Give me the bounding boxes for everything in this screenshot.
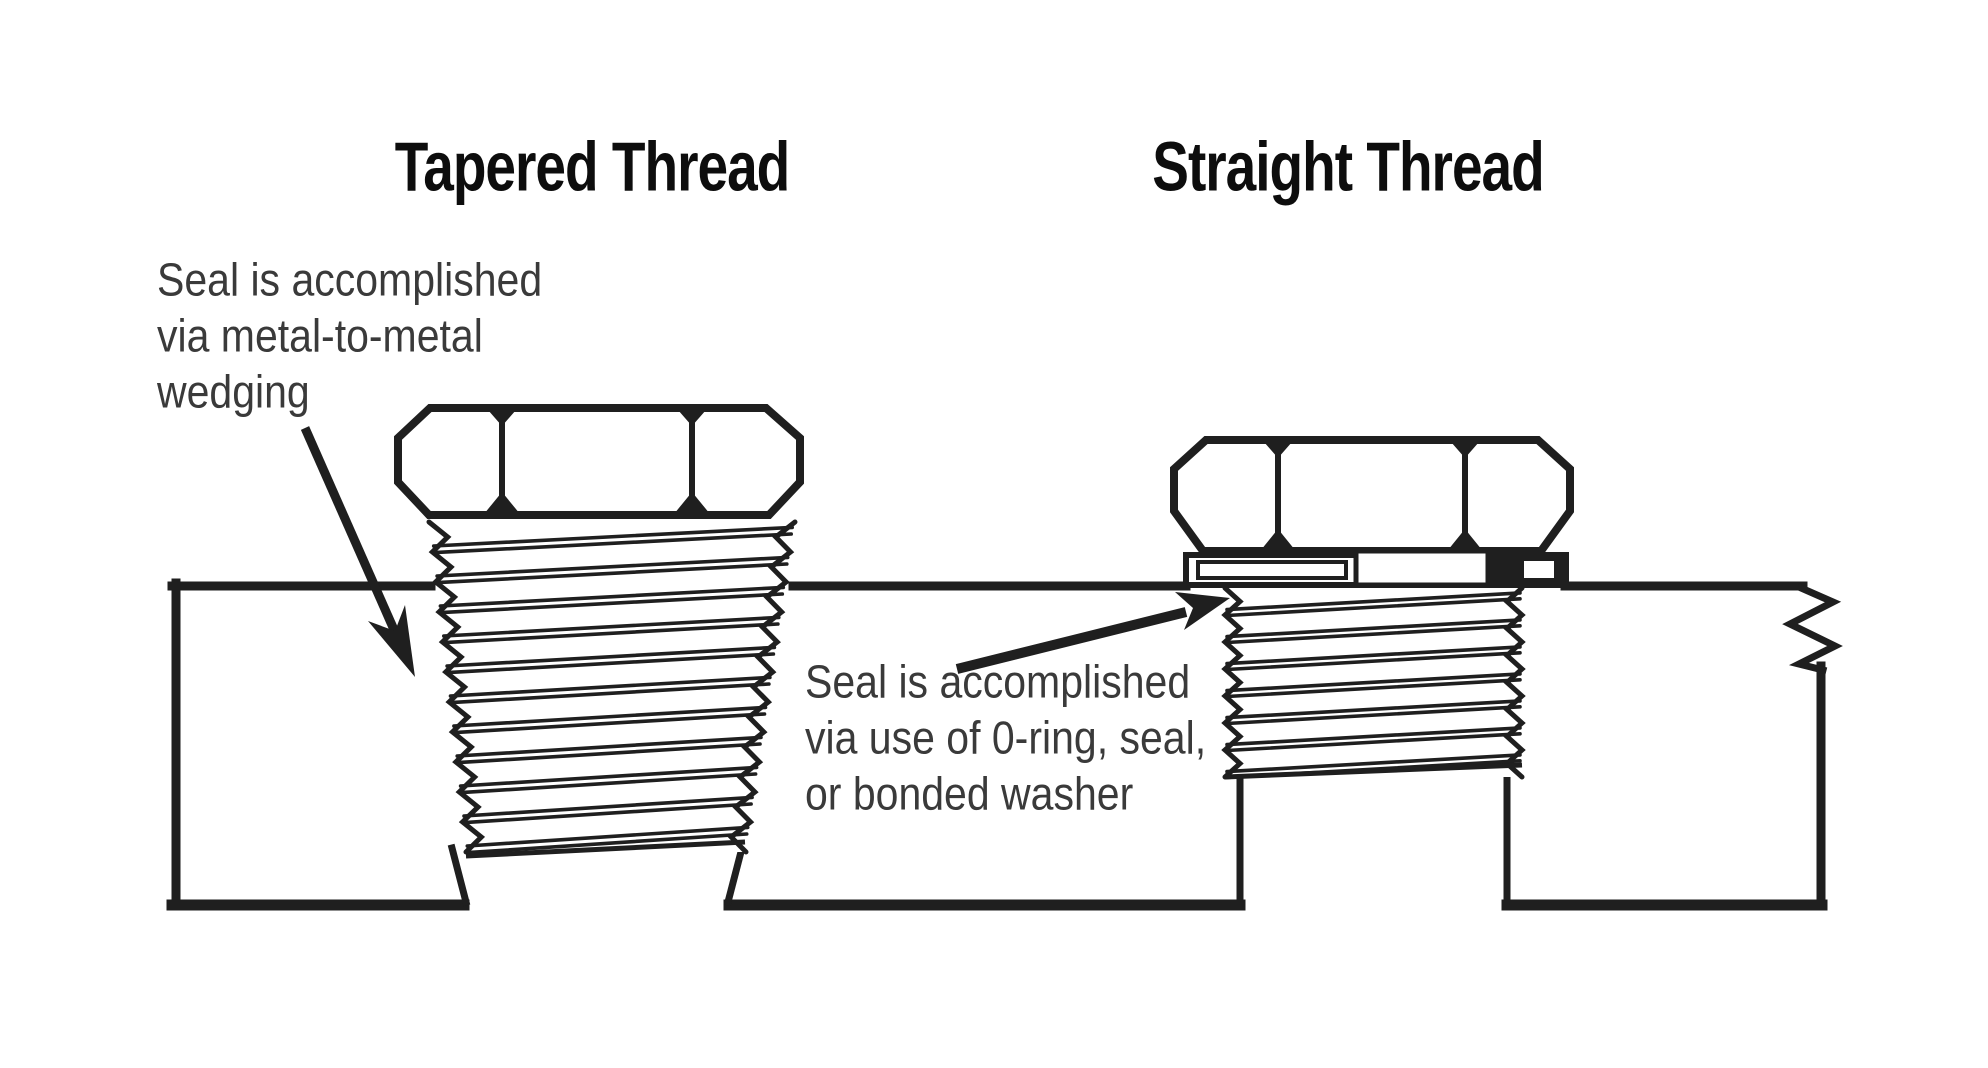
hex-head-outline <box>394 404 804 519</box>
thread-line <box>466 832 749 855</box>
thread-line <box>455 735 763 758</box>
thread-line <box>452 705 768 728</box>
straight-hex-head <box>1170 436 1574 555</box>
thread-line <box>1225 624 1522 645</box>
thread-line <box>432 532 793 555</box>
thread-line <box>445 645 777 668</box>
thread-line <box>456 742 762 765</box>
thread-line <box>1225 705 1522 726</box>
hex-face-corner-shade <box>484 492 520 514</box>
thread-line <box>1225 591 1522 612</box>
tapered-hole-wall-right <box>723 843 747 907</box>
thread-line <box>1225 699 1522 720</box>
thread-line <box>436 562 789 585</box>
washer-seal-insert <box>1524 561 1554 578</box>
thread-line <box>452 712 767 735</box>
thread-line <box>1225 672 1522 693</box>
hex-face-corner-shade <box>674 492 710 514</box>
thread-line <box>462 795 754 818</box>
washer-left-section <box>1196 560 1348 580</box>
tapered-hex-head <box>394 404 804 519</box>
tapered-thread-title: Tapered Thread <box>394 127 791 206</box>
tapered-arrow-shaft <box>300 426 400 634</box>
annotation-line: Seal is accomplished <box>157 254 543 306</box>
thread-line <box>459 772 758 795</box>
hex-face-corner-shade <box>1448 529 1482 550</box>
annotation-line: via use of 0-ring, seal, <box>805 712 1207 764</box>
tapered-thread-profile <box>426 519 798 855</box>
annotation-line: via metal-to-metal <box>157 310 483 362</box>
thread-line <box>1225 618 1522 639</box>
thread-line <box>1225 645 1522 666</box>
hex-face-corner-shade <box>488 410 516 426</box>
thread-line <box>439 592 785 615</box>
thread-line <box>1225 726 1522 747</box>
annotation-line: or bonded washer <box>805 768 1134 820</box>
thread-line <box>446 652 776 675</box>
hex-face-corner-shade <box>1264 442 1292 458</box>
annotation-arrows <box>300 426 1230 677</box>
thread-line <box>442 615 781 638</box>
thread-line <box>448 675 772 698</box>
thread-line <box>435 555 790 578</box>
washer-center-shank <box>1353 548 1491 588</box>
thread-line <box>1225 753 1522 774</box>
block-cross-section <box>166 578 1843 911</box>
bonded-washer-seal <box>1183 548 1569 588</box>
thread-line <box>438 585 786 608</box>
tapered-hole-wall-left <box>447 843 471 907</box>
thread-line <box>1225 678 1522 699</box>
thread-line <box>1225 732 1522 753</box>
annotation-line: Seal is accomplished <box>805 656 1191 708</box>
thread-line <box>449 682 771 705</box>
thread-line <box>462 802 753 825</box>
thread-line <box>431 525 794 548</box>
straight-arrow-head <box>1175 592 1230 630</box>
hex-head-outline <box>1170 436 1574 555</box>
tapered-thread-tip-line <box>465 839 746 859</box>
hex-face-corner-shade <box>678 410 706 426</box>
hex-face-corner-shade <box>1451 442 1479 458</box>
straight-thread-bottom-line <box>1224 762 1523 780</box>
thread-line <box>1225 597 1522 618</box>
straight-arrow-shaft <box>955 607 1188 674</box>
straight-seal-annotation: Seal is accomplished via use of 0-ring, … <box>805 654 1206 822</box>
tapered-arrow-head <box>368 605 415 677</box>
thread-line <box>442 622 780 645</box>
hex-face-corner-shade <box>1261 529 1295 550</box>
thread-line <box>1225 651 1522 672</box>
thread-line <box>458 765 759 788</box>
block-break-zigzag <box>1782 583 1843 675</box>
straight-thread-profile <box>1221 585 1526 780</box>
straight-thread-title: Straight Thread <box>1152 127 1544 206</box>
annotation-line: wedging <box>157 366 310 418</box>
tapered-seal-annotation: Seal is accomplished via metal-to-metal … <box>157 252 542 420</box>
thread-line <box>465 825 750 848</box>
